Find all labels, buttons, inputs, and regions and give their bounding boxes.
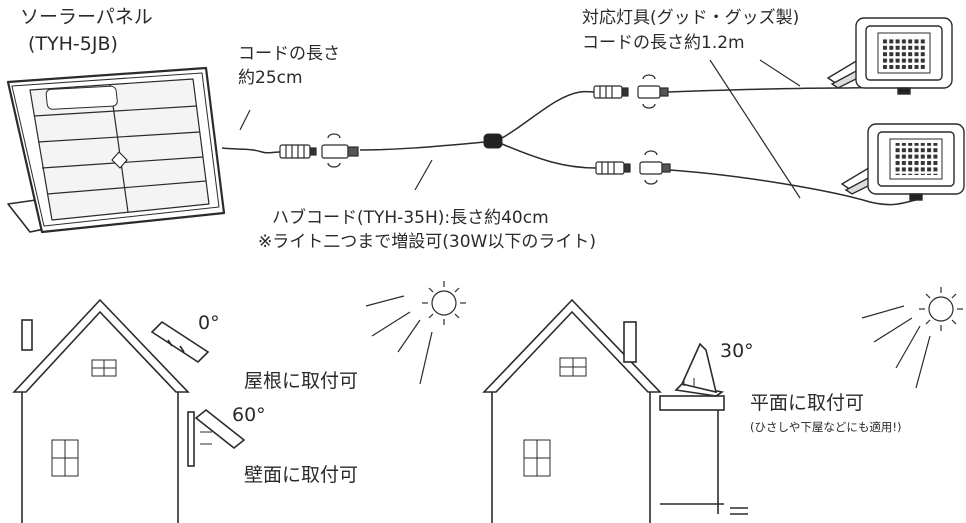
house-flat: [482, 298, 748, 523]
wall-angle-label: 60°: [232, 404, 266, 426]
roof-angle-label: 0°: [198, 312, 220, 334]
solar-panel-illustration: [6, 66, 226, 234]
wall-mount-label: 壁面に取付可: [244, 464, 359, 486]
sun-icon: [861, 287, 963, 389]
floodlight-lower: [840, 123, 965, 201]
connector-upper: [593, 74, 669, 109]
flat-mount-note: (ひさしや下屋などにも適用!): [750, 420, 902, 434]
light-cord-length-label: コードの長さ約1.2m: [582, 33, 745, 53]
roof-mount-label: 屋根に取付可: [244, 370, 359, 392]
house-roof-wall: [12, 298, 246, 523]
connector-main: [279, 133, 359, 168]
solar-panel-model: (TYH-5JB): [28, 33, 118, 55]
solar-panel-name: ソーラーパネル: [20, 6, 153, 28]
floodlight-upper: [826, 17, 953, 95]
leader-lines: [239, 59, 801, 199]
panel-cord-length-value: 約25cm: [238, 68, 303, 88]
panel-cord-length-label: コードの長さ: [238, 44, 340, 64]
hub-cord-note: ※ライト二つまで増設可(30W以下のライト): [258, 232, 596, 252]
sun-icon: [365, 281, 466, 385]
connector-lower: [595, 150, 671, 185]
flat-angle-label: 30°: [720, 340, 754, 362]
hub-cord-label: ハブコード(TYH-35H):長さ約40cm: [272, 208, 549, 228]
compatible-light-label: 対応灯具(グッド・グッズ製): [582, 8, 800, 28]
flat-mount-label: 平面に取付可: [750, 392, 865, 414]
